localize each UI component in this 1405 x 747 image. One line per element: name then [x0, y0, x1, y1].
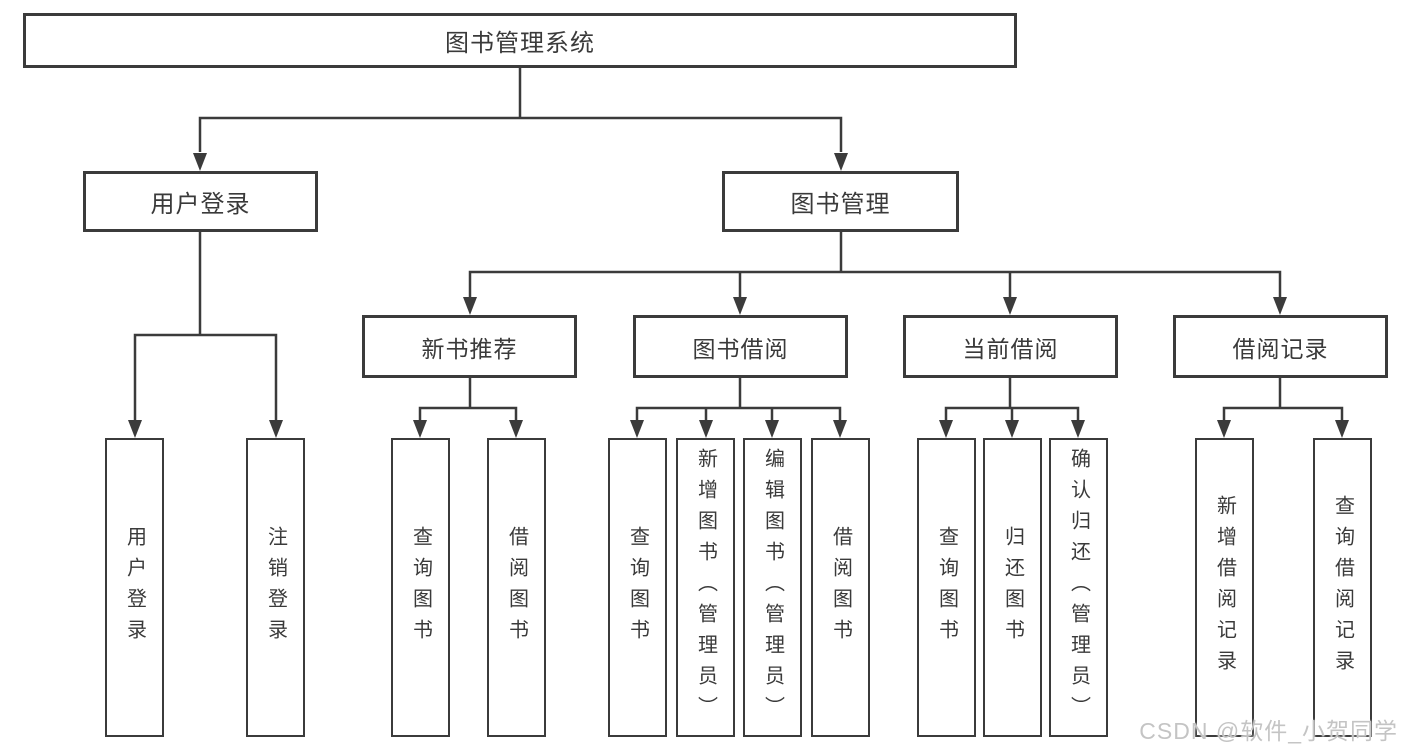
node-book-management: 图书管理: [722, 171, 959, 232]
leaf-query-borrow-record: 查询借阅记录: [1313, 438, 1372, 737]
arrowheads: [128, 153, 1349, 438]
leaf-borrow-books-2: 借阅图书: [811, 438, 870, 737]
node-label: 当前借阅: [962, 335, 1059, 362]
node-label: 注销登录: [264, 525, 287, 650]
node-library-management-system: 图书管理系统: [23, 13, 1017, 68]
leaf-borrow-books-1: 借阅图书: [487, 438, 546, 737]
node-label: 新书推荐: [421, 335, 518, 362]
node-label: 编辑图书（管理员）: [761, 448, 784, 727]
leaf-query-books-3: 查询图书: [917, 438, 976, 737]
node-borrowing-records: 借阅记录: [1173, 315, 1388, 378]
node-label: 确认归还（管理员）: [1067, 448, 1090, 727]
node-label: 用户登录: [150, 191, 251, 218]
leaf-query-books-2: 查询图书: [608, 438, 667, 737]
leaf-logout: 注销登录: [246, 438, 305, 737]
leaf-edit-book-admin: 编辑图书（管理员）: [743, 438, 802, 737]
node-label: 用户登录: [123, 525, 146, 650]
node-label: 新增图书（管理员）: [694, 448, 717, 727]
node-label: 新增借阅记录: [1213, 494, 1236, 681]
node-book-borrowing: 图书借阅: [633, 315, 848, 378]
node-label: 图书管理系统: [445, 30, 595, 57]
leaf-add-book-admin: 新增图书（管理员）: [676, 438, 735, 737]
node-label: 查询图书: [626, 525, 649, 650]
csdn-watermark: CSDN @软件_小贺同学: [1139, 718, 1398, 744]
node-user-login: 用户登录: [83, 171, 318, 232]
node-label: 图书借阅: [692, 335, 789, 362]
node-label: 借阅记录: [1232, 335, 1329, 362]
leaf-user-login: 用户登录: [105, 438, 164, 737]
node-label: 归还图书: [1001, 525, 1024, 650]
node-current-borrowing: 当前借阅: [903, 315, 1118, 378]
node-label: 图书管理: [790, 191, 891, 218]
node-new-book-recommendation: 新书推荐: [362, 315, 577, 378]
node-label: 查询图书: [935, 525, 958, 650]
node-label: 查询图书: [409, 525, 432, 650]
leaf-confirm-return-admin: 确认归还（管理员）: [1049, 438, 1108, 737]
leaf-add-borrow-record: 新增借阅记录: [1195, 438, 1254, 737]
leaf-query-books-1: 查询图书: [391, 438, 450, 737]
node-label: 借阅图书: [829, 525, 852, 650]
leaf-return-books: 归还图书: [983, 438, 1042, 737]
node-label: 查询借阅记录: [1331, 494, 1354, 681]
node-label: 借阅图书: [505, 525, 528, 650]
